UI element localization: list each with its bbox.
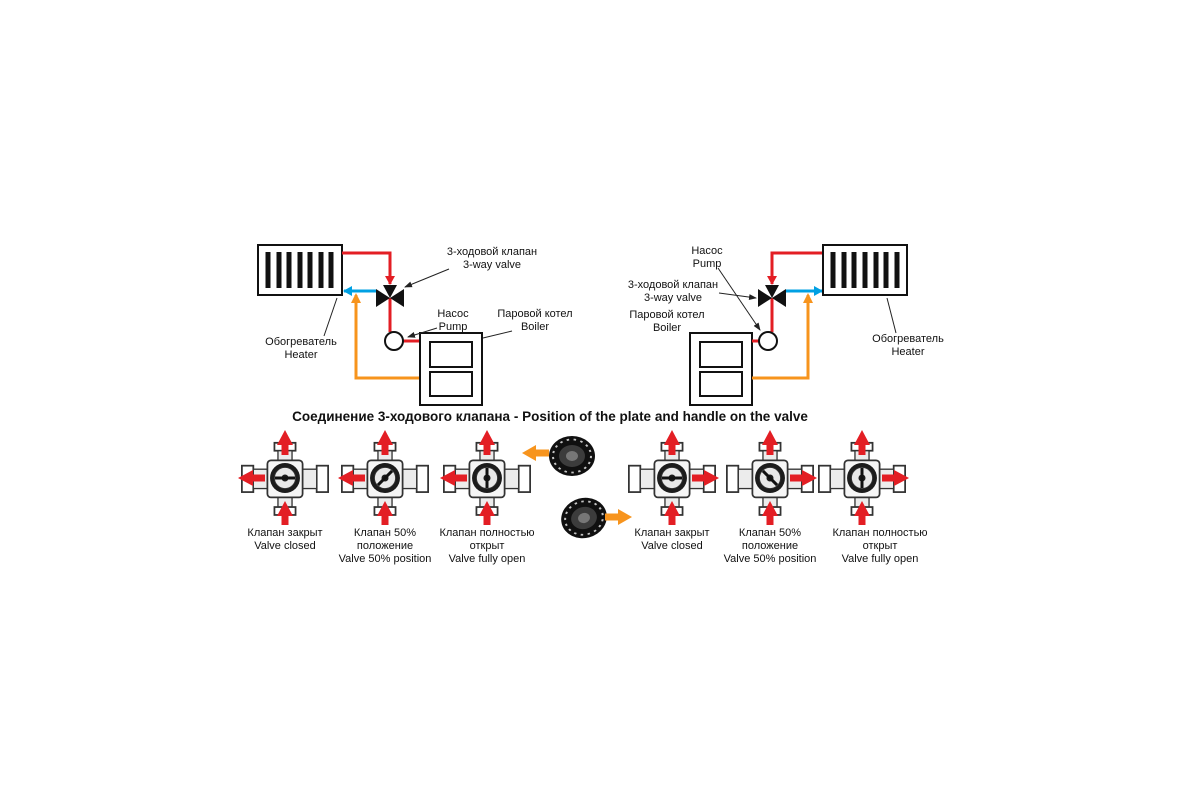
right-valve-label-ru: 3-ходовой клапан	[627, 279, 719, 291]
left-valve-label-ru: 3-ходовой клапан	[446, 246, 538, 258]
caption-line: Клапан закрыт	[634, 527, 710, 539]
right-heater-label-en: Heater	[891, 346, 925, 358]
valve-illustration-50-2	[726, 430, 817, 525]
right-pump-label: Насос Pump	[672, 245, 742, 271]
arrow-knob-to-closed-valve	[605, 509, 632, 525]
return-pipe-right	[752, 295, 810, 380]
boiler-right	[689, 332, 753, 406]
valve-illustration-open-2	[818, 430, 909, 525]
left-pump-label-ru: Насос	[437, 308, 469, 320]
leader-valve-left	[404, 268, 450, 288]
valve-position-caption-2: Клапан 50% положение Valve 50% position	[320, 527, 450, 566]
three-way-valve-symbol-left	[376, 285, 404, 307]
heater-right	[822, 244, 908, 296]
right-heater-label: Обогреватель Heater	[858, 333, 958, 359]
valve-illustration-closed-2	[628, 430, 719, 525]
right-boiler-label-en: Boiler	[652, 322, 682, 334]
right-pump-label-en: Pump	[692, 258, 722, 270]
caption-line: Клапан 50%	[738, 527, 802, 539]
caption-line: положение	[741, 540, 799, 552]
valve-position-caption-3: Клапан полностью открыт Valve fully open	[422, 527, 552, 566]
leader-heater-right	[886, 297, 897, 334]
caption-line: Клапан полностью открыт	[832, 527, 928, 552]
pump-left	[384, 331, 404, 351]
return-pipe-left	[354, 295, 420, 380]
caption-line: Valve fully open	[448, 553, 526, 565]
right-valve-label-en: 3-way valve	[643, 292, 703, 304]
leader-pump-left	[407, 327, 438, 338]
section-title: Соединение 3-ходового клапана - Position…	[292, 409, 808, 424]
left-boiler-label: Паровой котел Boiler	[490, 308, 580, 334]
left-valve-label: 3-ходовой клапан 3-way valve	[432, 246, 552, 272]
hot-supply-pipe-left	[342, 251, 392, 284]
left-schematic	[257, 244, 513, 406]
leader-boiler-left	[482, 330, 513, 339]
caption-line: Клапан закрыт	[247, 527, 323, 539]
caption-line: положение	[356, 540, 414, 552]
right-pump-label-ru: Насос	[691, 245, 723, 257]
valve-illustration-50-1	[338, 430, 429, 525]
left-boiler-label-en: Boiler	[520, 321, 550, 333]
caption-line: Valve fully open	[841, 553, 919, 565]
valve-illustration-closed-1	[238, 430, 329, 525]
left-heater-label-en: Heater	[284, 349, 318, 361]
right-boiler-label-ru: Паровой котел	[629, 309, 705, 321]
valve-handle-knob-top	[549, 436, 595, 476]
caption-line: Valve 50% position	[723, 553, 817, 565]
return-flow-arrow-right	[803, 293, 813, 303]
valve-position-caption-5: Клапан 50% положение Valve 50% position	[705, 527, 835, 566]
left-boiler-label-ru: Паровой котел	[497, 308, 573, 320]
three-way-valve-symbol-right	[758, 285, 786, 307]
right-boiler-label: Паровой котел Boiler	[622, 309, 712, 335]
right-schematic	[689, 244, 908, 406]
leader-valve-right	[718, 292, 757, 301]
hot-flow-arrow-left	[385, 276, 395, 285]
cold-flow-arrow-left	[343, 286, 352, 296]
left-pump-label-en: Pump	[438, 321, 468, 333]
valve-position-caption-1: Клапан закрыт Valve closed	[220, 527, 350, 553]
right-heater-label-ru: Обогреватель	[872, 333, 944, 345]
valve-position-caption-6: Клапан полностью открыт Valve fully open	[815, 527, 945, 566]
caption-line: Клапан 50%	[353, 527, 417, 539]
left-valve-label-en: 3-way valve	[462, 259, 522, 271]
left-pump-label: Насос Pump	[418, 308, 488, 334]
valve-illustration-open-1	[440, 430, 531, 525]
arrow-knob-to-open-valve	[522, 445, 549, 461]
left-heater-label-ru: Обогреватель	[265, 336, 337, 348]
caption-line: Клапан полностью открыт	[439, 527, 535, 552]
caption-line: Valve closed	[641, 540, 703, 552]
caption-line: Valve 50% position	[338, 553, 432, 565]
valve-handle-knob-bottom	[561, 497, 607, 539]
cold-flow-arrow-right	[814, 286, 823, 296]
boiler-left	[419, 332, 483, 406]
left-heater-label: Обогреватель Heater	[251, 336, 351, 362]
heater-left	[257, 244, 343, 296]
leader-heater-left	[323, 297, 338, 337]
hot-supply-pipe-right	[770, 251, 823, 284]
right-valve-label: 3-ходовой клапан 3-way valve	[613, 279, 733, 305]
caption-line: Valve closed	[254, 540, 316, 552]
leader-pump-right	[717, 267, 761, 331]
valve-position-caption-4: Клапан закрыт Valve closed	[607, 527, 737, 553]
return-flow-arrow-left	[351, 293, 361, 303]
hot-flow-arrow-right	[767, 276, 777, 285]
pump-right	[758, 331, 778, 351]
